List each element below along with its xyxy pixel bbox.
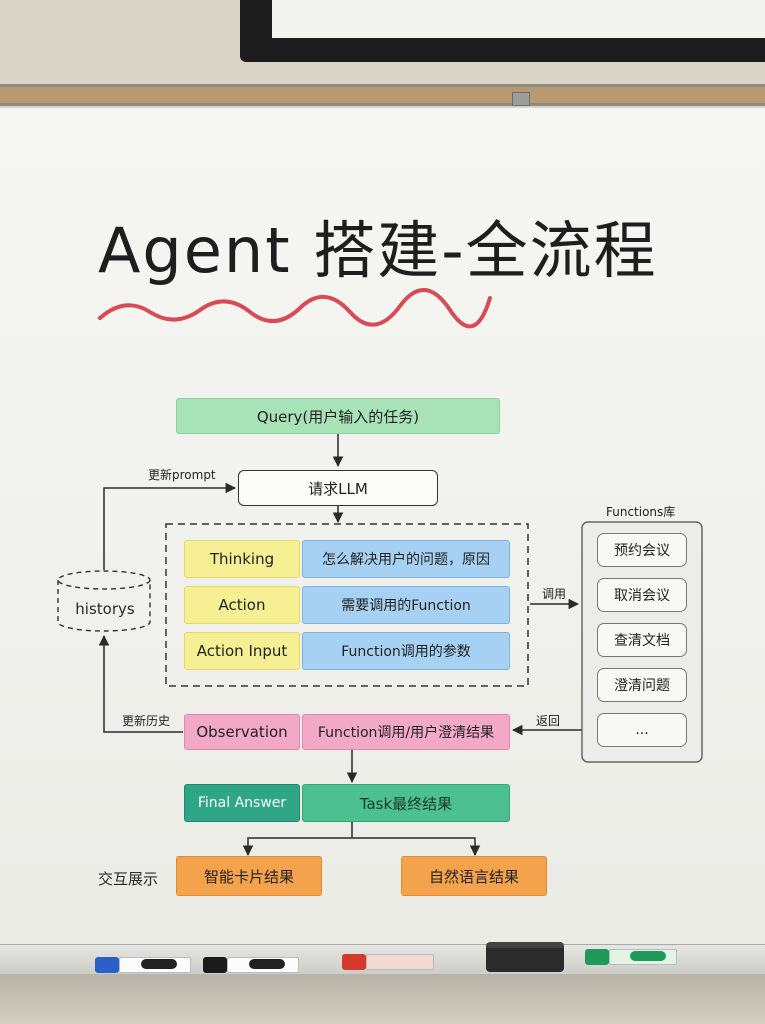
rail-clip — [512, 92, 530, 106]
marker-brand-logo — [141, 959, 177, 969]
observation-label: Observation — [184, 714, 300, 750]
blue-marker[interactable] — [95, 957, 191, 973]
cork-rail — [0, 84, 765, 106]
marker-cap — [95, 957, 119, 973]
marker-cap — [203, 957, 227, 973]
function-item: 预约会议 — [597, 533, 687, 567]
final-answer-label: Final Answer — [184, 784, 300, 822]
action-description: 需要调用的Function — [302, 586, 510, 624]
thinking-label: Thinking — [184, 540, 300, 578]
marker-body — [119, 957, 191, 973]
action-input-description: Function调用的参数 — [302, 632, 510, 670]
function-item: 取消会议 — [597, 578, 687, 612]
final-answer-description: Task最终结果 — [302, 784, 510, 822]
marker-cap — [342, 954, 366, 970]
request-llm-box: 请求LLM — [238, 470, 438, 506]
marker-tray-lip — [0, 974, 765, 1024]
update-prompt-label: 更新prompt — [148, 468, 216, 482]
function-item: ... — [597, 713, 687, 747]
marker-body — [366, 954, 434, 970]
historys-label: historys — [75, 600, 135, 618]
projector-screen — [272, 0, 765, 38]
observation-description: Function调用/用户澄清结果 — [302, 714, 510, 750]
function-item: 澄清问题 — [597, 668, 687, 702]
card-result-box: 智能卡片结果 — [176, 856, 322, 896]
red-marker[interactable] — [342, 954, 434, 970]
marker-body — [227, 957, 299, 973]
page-title: Agent 搭建-全流程 — [98, 214, 658, 287]
thinking-description: 怎么解决用户的问题，原因 — [302, 540, 510, 578]
functions-title: Functions库 — [606, 505, 676, 519]
marker-body — [609, 949, 677, 965]
black-marker[interactable] — [203, 957, 299, 973]
marker-brand-logo — [629, 951, 666, 961]
marker-cap — [585, 949, 609, 965]
text-result-box: 自然语言结果 — [401, 856, 547, 896]
return-label: 返回 — [536, 714, 561, 728]
action-label: Action — [184, 586, 300, 624]
green-marker[interactable] — [585, 949, 677, 965]
call-label: 调用 — [542, 587, 567, 601]
function-item: 查清文档 — [597, 623, 687, 657]
marker-brand-logo — [249, 959, 285, 969]
query-box: Query(用户输入的任务) — [176, 398, 500, 434]
display-label: 交互展示 — [98, 870, 159, 888]
update-history-label: 更新历史 — [122, 714, 171, 728]
eraser[interactable] — [486, 942, 564, 972]
action-input-label: Action Input — [184, 632, 300, 670]
